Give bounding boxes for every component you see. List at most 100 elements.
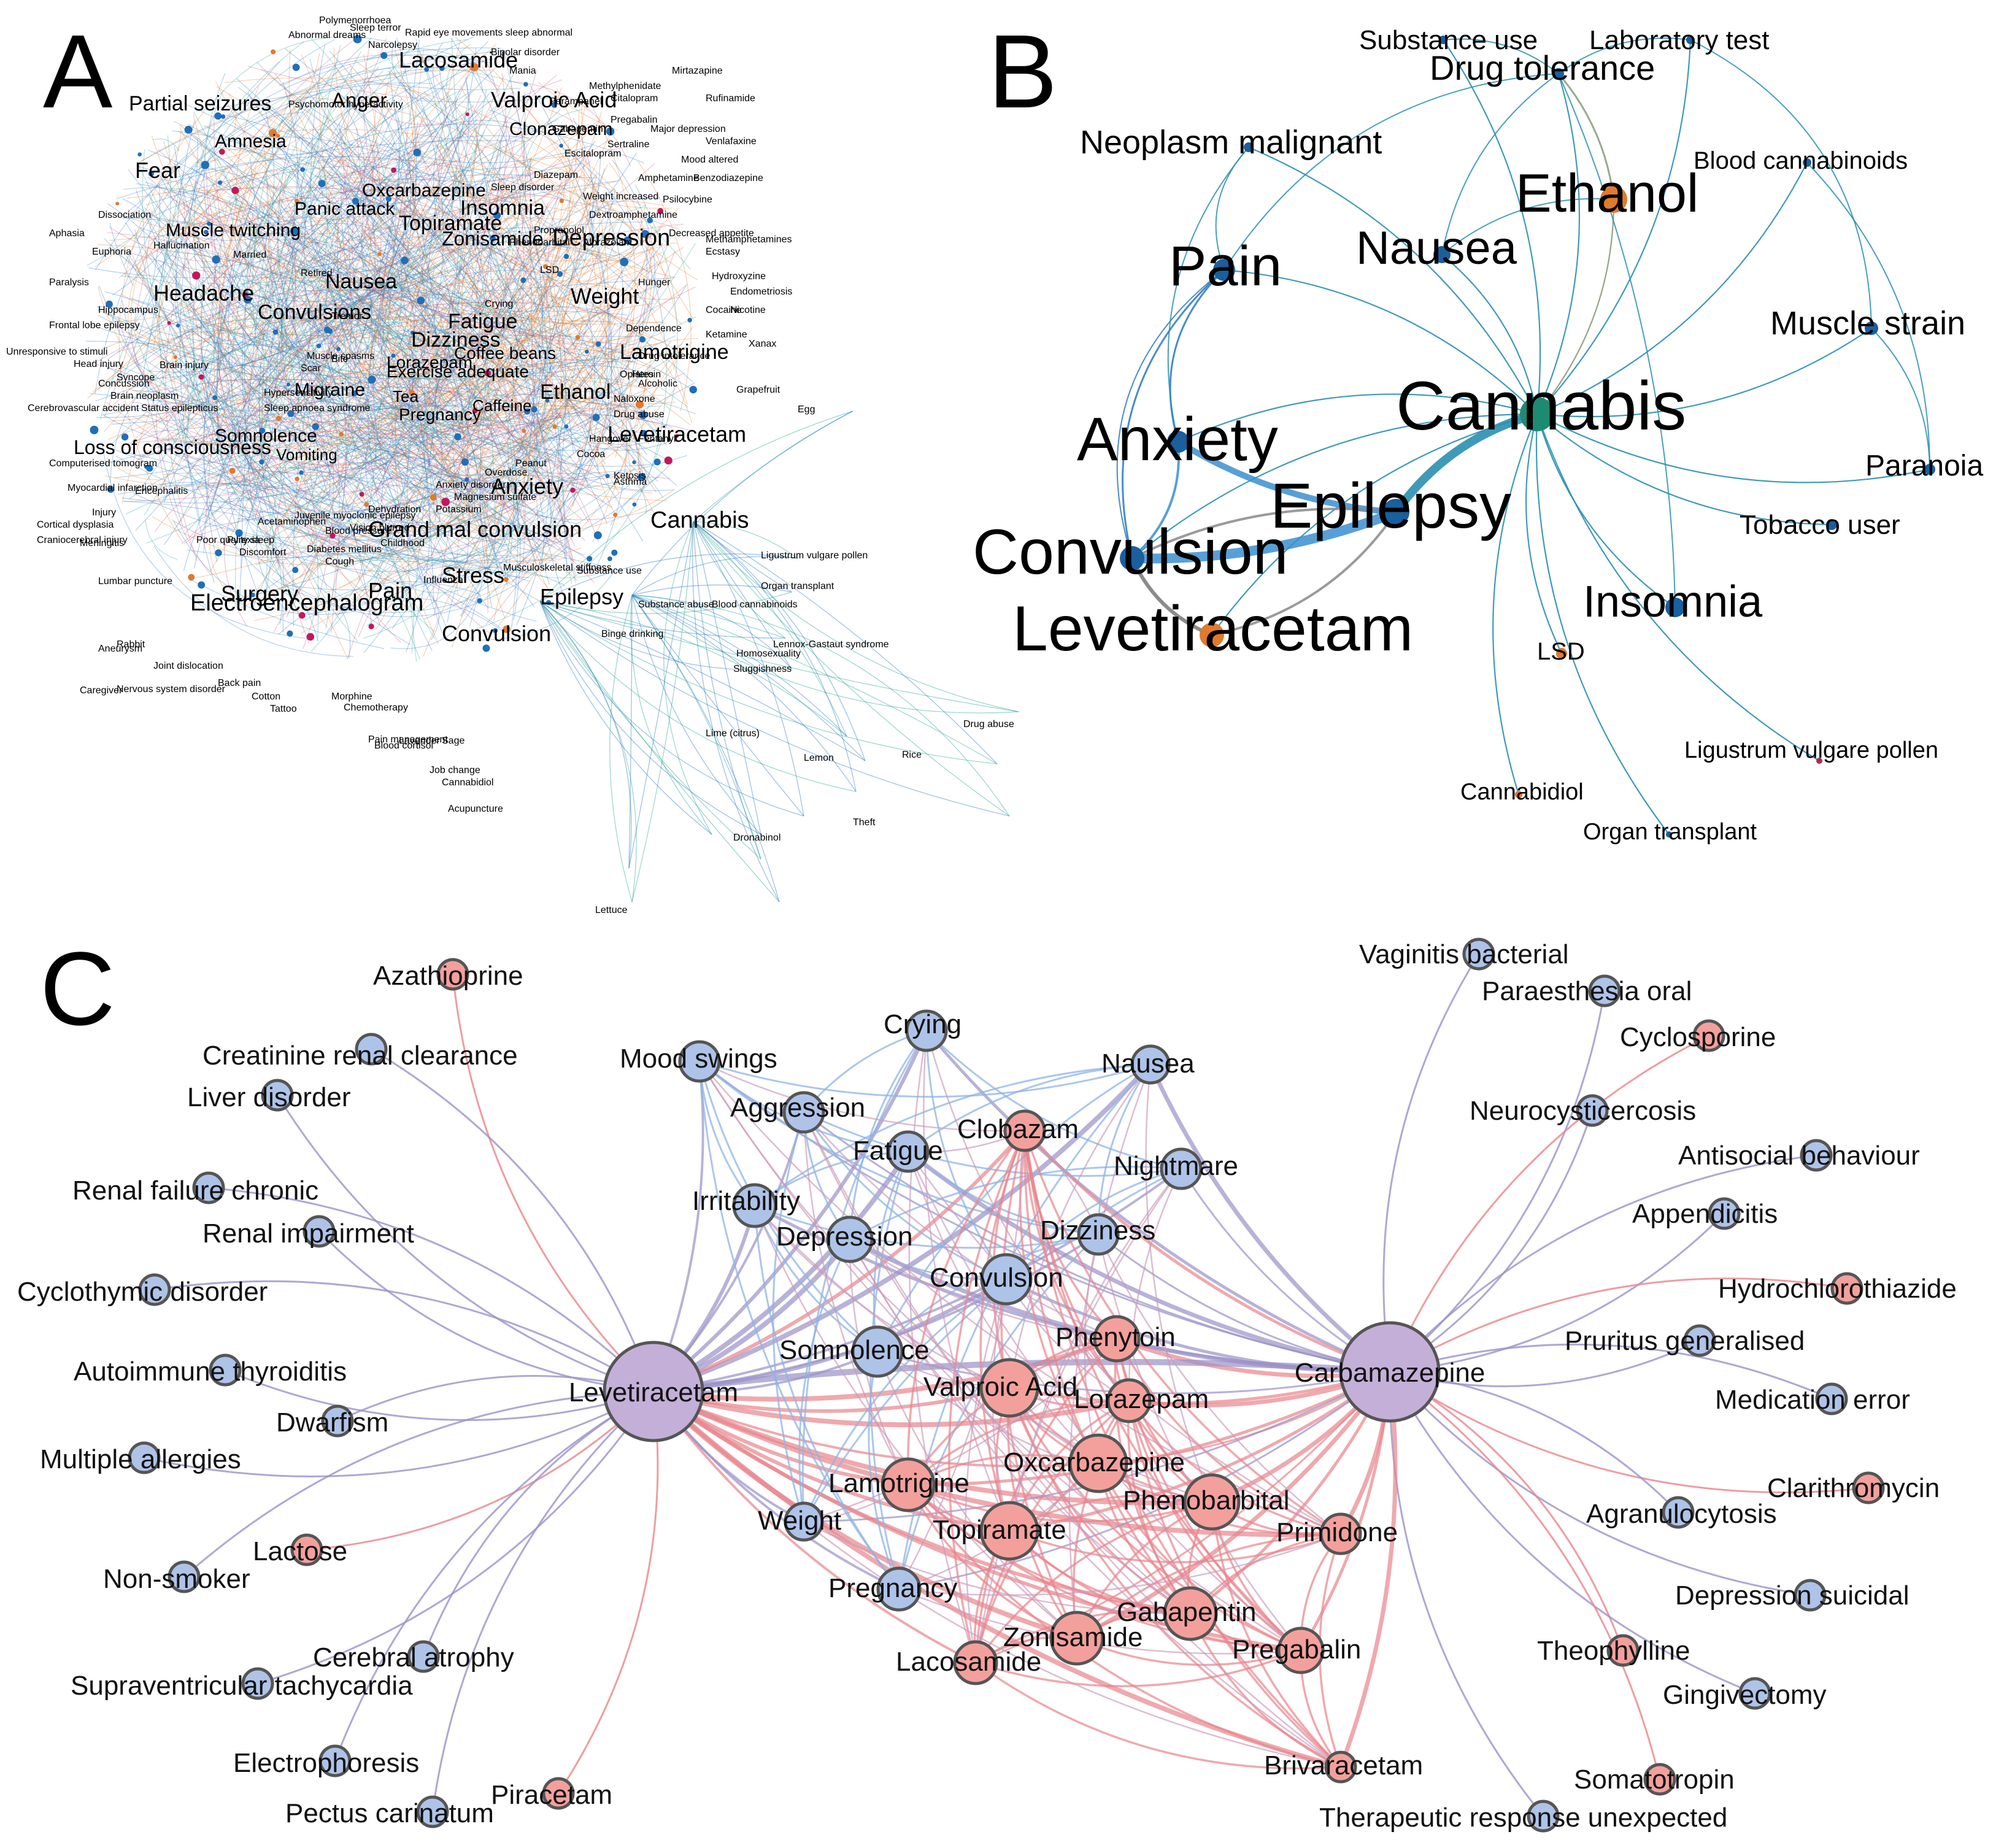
a-edge [192,276,298,571]
a-edge [393,227,650,277]
a-edge [213,382,587,452]
a-edge [310,91,526,652]
a-edge [126,61,280,214]
a-edge [136,347,304,461]
a-edge [148,350,555,547]
a-small-label: Myocardial infarction [67,483,158,493]
a-edge [452,158,626,262]
c-node-topiramate [979,1501,1039,1561]
a-edge [180,121,472,379]
a-node [300,167,306,172]
a-edge [108,359,341,440]
a-edge [247,66,429,100]
a-edge [323,141,431,180]
a-small-label: Sage [442,736,464,746]
a-edge [274,407,662,531]
a-edge [145,520,178,560]
a-edge [151,136,506,543]
a-edge [191,133,644,388]
a-edge [403,168,414,206]
a-edge [517,231,573,274]
a-edge [311,188,615,312]
c-node-convulsion [980,1253,1033,1306]
a-edge [539,601,998,764]
a-big-label: Ethanol [540,380,611,404]
a-edge [526,287,546,493]
a-edge [376,98,437,544]
a-edge [118,197,518,279]
a-edge [220,412,503,455]
a-edge [525,109,583,163]
a-edge [380,328,634,363]
a-edge [465,207,521,429]
a-edge [447,516,495,623]
a-edge [168,379,418,471]
panel-letter-a: A [43,13,113,130]
a-big-label: Zonisamide [442,228,543,250]
a-small-label: Tremor [331,311,363,321]
a-edge [393,391,696,504]
a-edge [415,39,495,525]
a-big-label: Dizziness [411,328,500,352]
a-edge [196,167,568,579]
a-edge [96,171,419,418]
a-small-label: Heroin [632,369,661,380]
a-edge [606,204,646,296]
a-small-label: Childhood [380,538,425,549]
a-edge [314,234,600,260]
c-edge [1097,1234,1301,1651]
a-edge [286,304,506,318]
a-node [523,82,528,87]
c-label-pruritus: Pruritus generalised [1565,1326,1805,1356]
a-edge [693,521,1019,712]
a-edge [152,166,655,312]
a-edge [242,179,446,217]
a-edge [347,407,526,660]
a-edge [400,330,644,337]
a-edge [392,268,494,341]
a-edge [135,131,439,531]
a-edge [541,210,628,567]
a-edge [90,393,212,410]
a-edge [446,489,674,534]
a-edge [546,121,623,429]
a-edge [693,521,761,860]
a-node [632,460,636,464]
a-edge [344,283,540,458]
a-edge [218,329,333,461]
c-node-medication_error [1815,1382,1848,1415]
b-edge [1131,441,1180,560]
a-edge [136,183,513,345]
c-node-gingivectomy [1738,1677,1771,1710]
a-edge [289,220,447,347]
a-edge [244,212,254,518]
a-edge [304,242,696,621]
a-edge [628,521,694,869]
a-edge [468,485,549,578]
a-node [493,211,501,220]
a-edge [631,480,647,514]
a-edge [395,156,501,580]
a-edge [95,47,502,271]
c-edge [208,1187,655,1393]
a-edge [165,39,354,561]
a-edge [208,282,377,421]
a-edge [638,161,692,412]
c-label-valproic: Valproic Acid [923,1372,1077,1402]
c-label-depression: Depression [776,1222,913,1252]
a-edge [131,313,582,442]
a-node [531,406,538,413]
a-edge [453,402,627,522]
b-label-nausea: Nausea [1356,222,1517,274]
a-edge [380,329,559,533]
a-edge [317,175,550,487]
a-edge [320,440,494,560]
a-edge [165,314,602,409]
a-edge [438,559,534,576]
a-edge [266,252,330,593]
a-edge [313,90,460,231]
a-edge [121,183,161,379]
a-node [639,336,646,343]
b-node-laboratory_test [1686,36,1695,44]
a-edge [498,380,514,583]
